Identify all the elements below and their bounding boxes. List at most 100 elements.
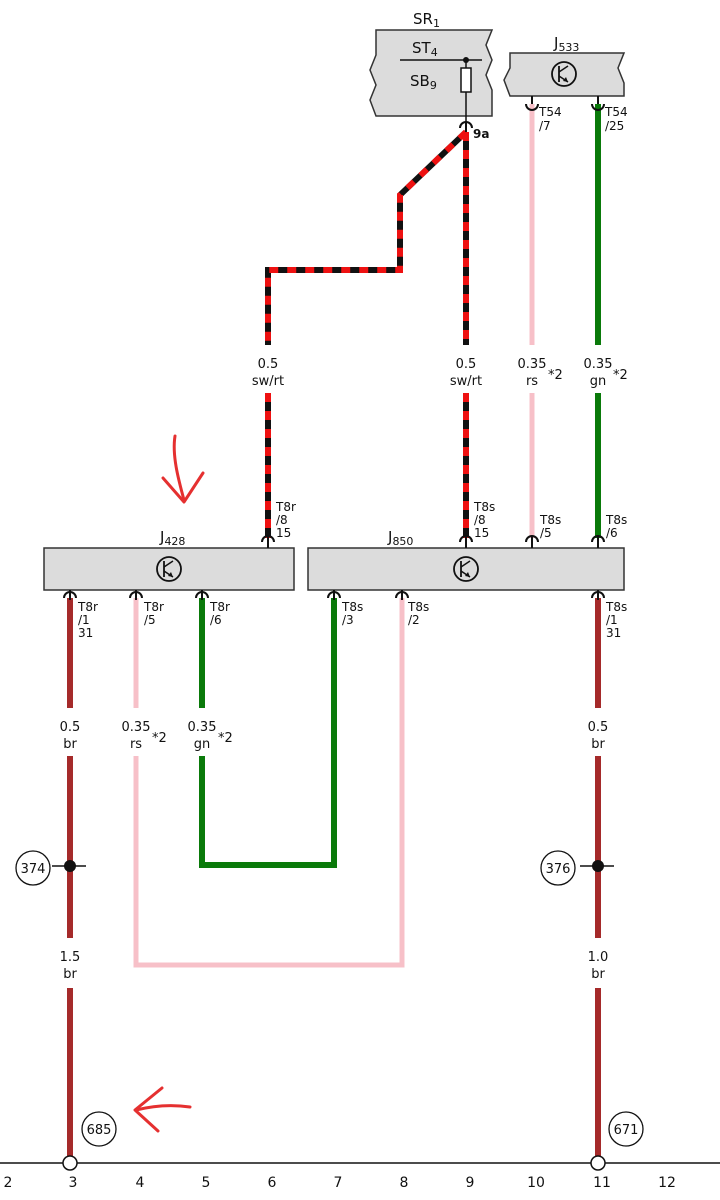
svg-text:T8r/6: T8r/6 <box>209 600 230 627</box>
wire-label-br-right: 0.5 br <box>588 720 609 752</box>
column-number: 10 <box>527 1175 545 1191</box>
svg-text:sw/rt: sw/rt <box>252 374 284 389</box>
connector-t54-7[interactable]: T54/7 <box>525 96 562 133</box>
svg-text:rs: rs <box>526 374 538 389</box>
component-j533[interactable]: J533 <box>503 34 626 97</box>
wire-label-br-left: 0.5 br <box>60 720 81 752</box>
svg-text:685: 685 <box>87 1123 112 1138</box>
wire-label-swrt-left: 0.5 sw/rt <box>252 357 284 389</box>
svg-text:0.35: 0.35 <box>122 720 151 735</box>
junction-376[interactable]: 376 <box>540 850 614 886</box>
svg-text:T8r/5: T8r/5 <box>143 600 164 627</box>
wire-label-br-left-low: 1.5 br <box>60 950 81 982</box>
svg-text:*2: *2 <box>152 731 167 746</box>
connector-j428-t8r-6[interactable]: T8r/6 <box>195 590 230 627</box>
column-number: 3 <box>69 1175 78 1191</box>
svg-text:T8s/131: T8s/131 <box>605 600 627 640</box>
svg-text:*2: *2 <box>218 731 233 746</box>
connector-j428-t8r-5[interactable]: T8r/5 <box>129 590 164 627</box>
wire-label-gn-top: 0.35 gn *2 <box>584 357 628 389</box>
component-sr1[interactable]: SR1 ST4 SB9 9a <box>369 10 494 141</box>
column-number: 2 <box>4 1175 13 1191</box>
svg-text:sw/rt: sw/rt <box>450 374 482 389</box>
wire-label-swrt-right: 0.5 sw/rt <box>450 357 482 389</box>
svg-text:0.5: 0.5 <box>258 357 279 372</box>
transistor-icon <box>453 556 479 582</box>
svg-text:T8r/815: T8r/815 <box>275 500 296 540</box>
component-j850[interactable]: J850 <box>307 528 625 591</box>
wire-label-rs-top: 0.35 rs *2 <box>518 357 563 389</box>
svg-text:T8s/815: T8s/815 <box>473 500 495 540</box>
junction-374[interactable]: 374 <box>15 850 86 886</box>
svg-text:*2: *2 <box>548 368 563 383</box>
connector-t54-25[interactable]: T54/25 <box>591 96 628 133</box>
reference-685[interactable]: 685 <box>81 1111 117 1147</box>
svg-text:br: br <box>63 737 77 752</box>
svg-text:T8s/3: T8s/3 <box>341 600 363 627</box>
terminal-left[interactable] <box>62 1155 78 1171</box>
svg-text:T8s/6: T8s/6 <box>605 513 627 540</box>
column-number: 6 <box>268 1175 277 1191</box>
svg-text:gn: gn <box>194 737 211 752</box>
svg-text:671: 671 <box>614 1123 639 1138</box>
svg-text:0.5: 0.5 <box>588 720 609 735</box>
wire-label-br-right-low: 1.0 br <box>588 950 609 982</box>
svg-text:376: 376 <box>546 862 571 877</box>
terminal-right[interactable] <box>590 1155 606 1171</box>
j428-label: J428 <box>159 528 185 548</box>
column-number: 7 <box>334 1175 343 1191</box>
connector-j850-t8s-3[interactable]: T8s/3 <box>327 590 363 627</box>
wire-swrt-left[interactable] <box>265 129 469 538</box>
wire-label-gn-bottom: 0.35 gn *2 <box>188 720 233 752</box>
st4-label: ST4 <box>412 39 438 59</box>
svg-text:T54/25: T54/25 <box>604 105 628 133</box>
reference-671[interactable]: 671 <box>608 1111 644 1147</box>
svg-text:gn: gn <box>590 374 607 389</box>
svg-text:0.35: 0.35 <box>518 357 547 372</box>
connector-j850-t8s-2[interactable]: T8s/2 <box>395 590 429 627</box>
fuse-icon <box>460 67 472 93</box>
connector-j850-t8s-6[interactable]: T8s/6 <box>591 513 627 548</box>
svg-text:0.5: 0.5 <box>456 357 477 372</box>
wire-rs-bottom[interactable] <box>133 598 405 968</box>
sb9-label: SB9 <box>410 72 437 92</box>
column-number: 4 <box>136 1175 145 1191</box>
column-number: 9 <box>466 1175 475 1191</box>
annotation-arrow-left <box>133 1086 192 1133</box>
svg-text:0.35: 0.35 <box>188 720 217 735</box>
svg-text:0.5: 0.5 <box>60 720 81 735</box>
svg-text:T8s/5: T8s/5 <box>539 513 561 540</box>
column-number: 8 <box>400 1175 409 1191</box>
svg-text:T8s/2: T8s/2 <box>407 600 429 627</box>
wire-label-rs-bottom: 0.35 rs *2 <box>122 720 167 752</box>
connector-j850-t8s-5[interactable]: T8s/5 <box>525 513 561 548</box>
svg-text:br: br <box>591 737 605 752</box>
sr1-label: SR1 <box>413 10 440 30</box>
j533-label: J533 <box>553 34 579 54</box>
svg-text:br: br <box>591 967 605 982</box>
svg-text:0.35: 0.35 <box>584 357 613 372</box>
annotation-arrow-down <box>161 434 205 504</box>
column-number: 11 <box>593 1175 611 1191</box>
svg-text:1.5: 1.5 <box>60 950 81 965</box>
column-number: 12 <box>658 1175 676 1191</box>
column-numbers: 2 3 4 5 6 7 8 9 10 11 12 <box>4 1175 676 1191</box>
component-j428[interactable]: J428 <box>43 528 295 591</box>
pin-9a: 9a <box>473 127 489 141</box>
column-number: 5 <box>202 1175 211 1191</box>
svg-text:1.0: 1.0 <box>588 950 609 965</box>
svg-text:T54/7: T54/7 <box>538 105 562 133</box>
j850-label: J850 <box>387 528 413 548</box>
transistor-icon <box>156 556 182 582</box>
svg-text:*2: *2 <box>613 368 628 383</box>
svg-text:374: 374 <box>21 862 46 877</box>
svg-text:rs: rs <box>130 737 142 752</box>
transistor-icon <box>551 61 577 87</box>
svg-text:T8r/131: T8r/131 <box>77 600 98 640</box>
wire-gn-bottom[interactable] <box>199 598 337 868</box>
